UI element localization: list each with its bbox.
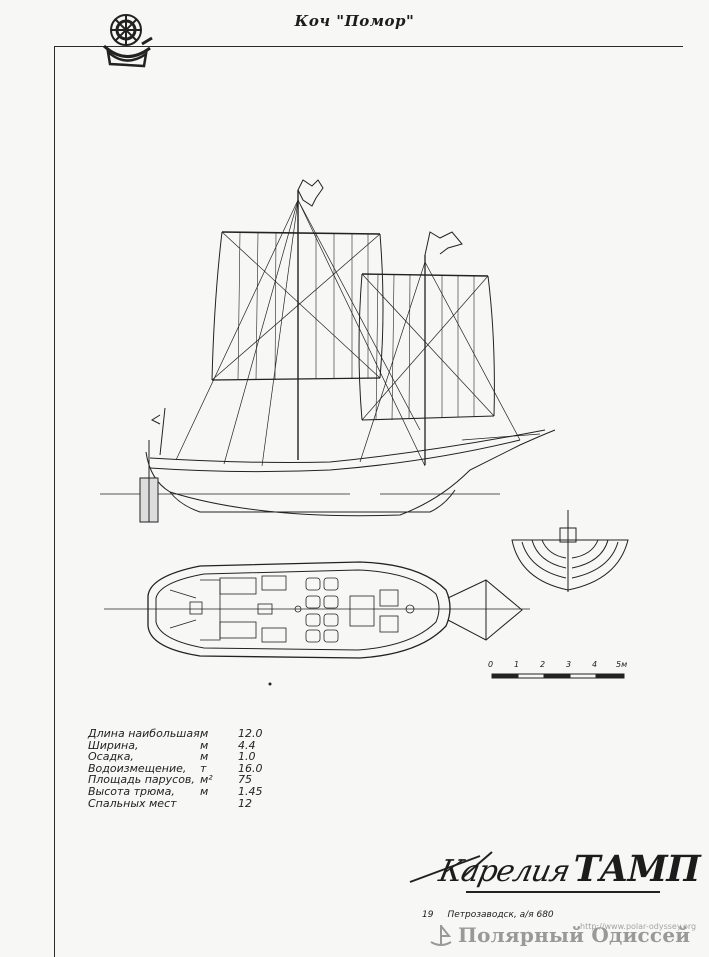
publisher-brand: КарелияТАМП <box>436 848 704 890</box>
bow-section <box>511 510 629 592</box>
spec-unit: т <box>200 761 207 775</box>
scale-tick-label: 4 <box>592 660 598 669</box>
spec-value: 4.4 <box>238 738 256 752</box>
specifications-table: Длина наибольшая, м 12.0 Ширина, м 4.4 О… <box>88 728 278 809</box>
spec-label: Спальных мест <box>88 796 177 810</box>
scale-tick-label: 2 <box>540 660 546 669</box>
side-elevation <box>100 179 556 523</box>
spec-unit <box>200 798 238 810</box>
spec-label: Длина наибольшая, <box>88 727 204 740</box>
spec-value: 75 <box>238 773 252 787</box>
spec-row: Спальных мест 12 <box>88 796 278 810</box>
scale-tick-label: 1 <box>514 660 520 669</box>
scale-tick-label: 0 <box>488 660 494 669</box>
spec-row: Длина наибольшая, м 12.0 <box>88 728 278 740</box>
spec-value: 12 <box>238 796 252 810</box>
spec-row: Водоизмещение, т 16.0 <box>88 763 278 775</box>
footer: 19 Петрозаводск, а/я 680 <box>422 910 554 920</box>
drawing-frame <box>54 46 683 957</box>
watermark: Полярный Одиссей http://www.polar-odysse… <box>428 918 704 952</box>
page-title: Коч "Помор" <box>294 12 415 30</box>
spec-unit: м² <box>200 773 213 787</box>
spec-value: 12.0 <box>238 727 263 740</box>
scale-tick-label: 3 <box>566 660 572 669</box>
scale-bar <box>491 673 625 679</box>
spec-label: Площадь парусов, <box>88 773 195 787</box>
deck-plan <box>104 561 530 659</box>
footer-left: 19 <box>422 910 434 920</box>
spec-value: 16.0 <box>238 761 263 775</box>
spec-unit: м <box>200 750 209 764</box>
brand-script: Карелия <box>435 854 573 889</box>
scale-tick-label: 5м <box>616 660 628 669</box>
watermark-name: Полярный Одиссей <box>458 923 691 947</box>
spec-label: Осадка, <box>88 750 134 764</box>
spec-label: Водоизмещение, <box>88 761 187 775</box>
watermark-url[interactable]: http://www.polar-odyssey.org <box>580 922 697 931</box>
spec-row: Ширина, м 4.4 <box>88 738 278 752</box>
spec-unit: м <box>200 784 209 798</box>
spec-label: Ширина, <box>88 738 139 752</box>
spec-value: 1.0 <box>238 750 256 764</box>
footer-address: Петрозаводск, а/я 680 <box>447 910 554 920</box>
ship-wheel-logo-icon <box>102 14 153 68</box>
spec-unit: м <box>200 727 209 740</box>
spec-row: Площадь парусов, м² 75 <box>88 774 278 786</box>
scale-labels: 0 1 2 3 4 5м <box>488 660 638 672</box>
spec-label: Высота трюма, <box>88 784 175 798</box>
brand-roman: ТАМП <box>568 848 704 890</box>
spec-row: Осадка, м 1.0 <box>88 751 278 763</box>
spec-value: 1.45 <box>238 784 263 798</box>
spec-row: Высота трюма, м 1.45 <box>88 786 278 798</box>
spec-unit: м <box>200 738 209 752</box>
watermark-logo-icon <box>430 925 452 946</box>
